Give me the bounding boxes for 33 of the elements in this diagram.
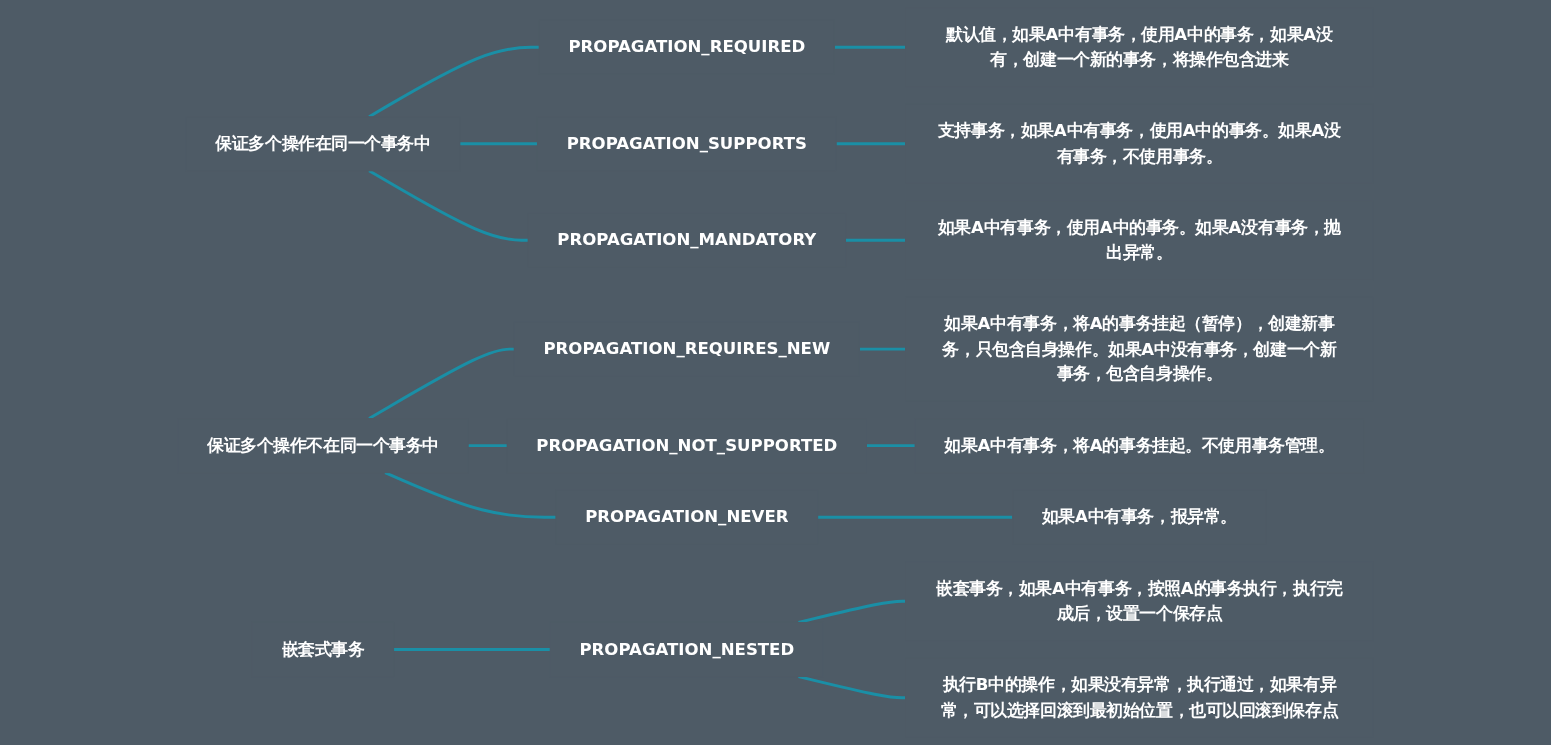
node-text: PROPAGATION_REQUIRED bbox=[568, 36, 806, 57]
connector bbox=[817, 515, 1013, 519]
connector bbox=[368, 45, 540, 118]
node-text: 如果A中有事务，使用A中的事务。如果A没有事务，抛出异常。 bbox=[937, 217, 1341, 262]
node-text: 默认值，如果A中有事务，使用A中的事务，如果A没有，创建一个新的事务，将操作包含进来 bbox=[946, 24, 1333, 69]
node-text: PROPAGATION_NEVER bbox=[585, 506, 789, 527]
node-text: 保证多个操作不在同一个事务中 bbox=[206, 435, 439, 455]
connector bbox=[834, 45, 906, 49]
node-text: PROPAGATION_MANDATORY bbox=[557, 229, 817, 250]
connector bbox=[393, 648, 551, 651]
connector bbox=[866, 444, 916, 448]
node-text: 如果A中有事务，将A的事务挂起。不使用事务管理。 bbox=[944, 435, 1335, 455]
node-text: 嵌套式事务 bbox=[281, 639, 365, 659]
connector bbox=[798, 675, 906, 700]
node-text: 如果A中有事务，将A的事务挂起（暂停），创建新事务，只包含自身操作。如果A中没有事务，创建一个新事务，包含自身操作。 bbox=[942, 313, 1337, 383]
connector bbox=[836, 142, 906, 146]
node-text: PROPAGATION_NESTED bbox=[579, 639, 795, 659]
connector bbox=[384, 471, 556, 519]
node-text: PROPAGATION_SUPPORTS bbox=[566, 133, 807, 153]
connector bbox=[468, 444, 508, 448]
node-text: 保证多个操作在同一个事务中 bbox=[215, 133, 431, 153]
connector bbox=[459, 142, 538, 146]
node-text: 如果A中有事务，报异常。 bbox=[1041, 506, 1237, 527]
connector bbox=[368, 347, 515, 420]
connector bbox=[368, 169, 529, 242]
node-text: 嵌套事务，如果A中有事务，按照A的事务执行，执行完成后，设置一个保存点 bbox=[936, 578, 1343, 623]
connector bbox=[798, 599, 906, 624]
node-text: PROPAGATION_NOT_SUPPORTED bbox=[536, 435, 838, 455]
node-text: 支持事务，如果A中有事务，使用A中的事务。如果A没有事务，不使用事务。 bbox=[937, 120, 1341, 166]
node-text: 执行B中的操作，如果没有异常，执行通过，如果有异常，可以选择回滚到最初始位置，也可以回滚到保存点 bbox=[940, 674, 1339, 720]
connector bbox=[845, 238, 906, 242]
node-text: PROPAGATION_REQUIRES_NEW bbox=[543, 338, 831, 359]
connector bbox=[859, 347, 906, 351]
